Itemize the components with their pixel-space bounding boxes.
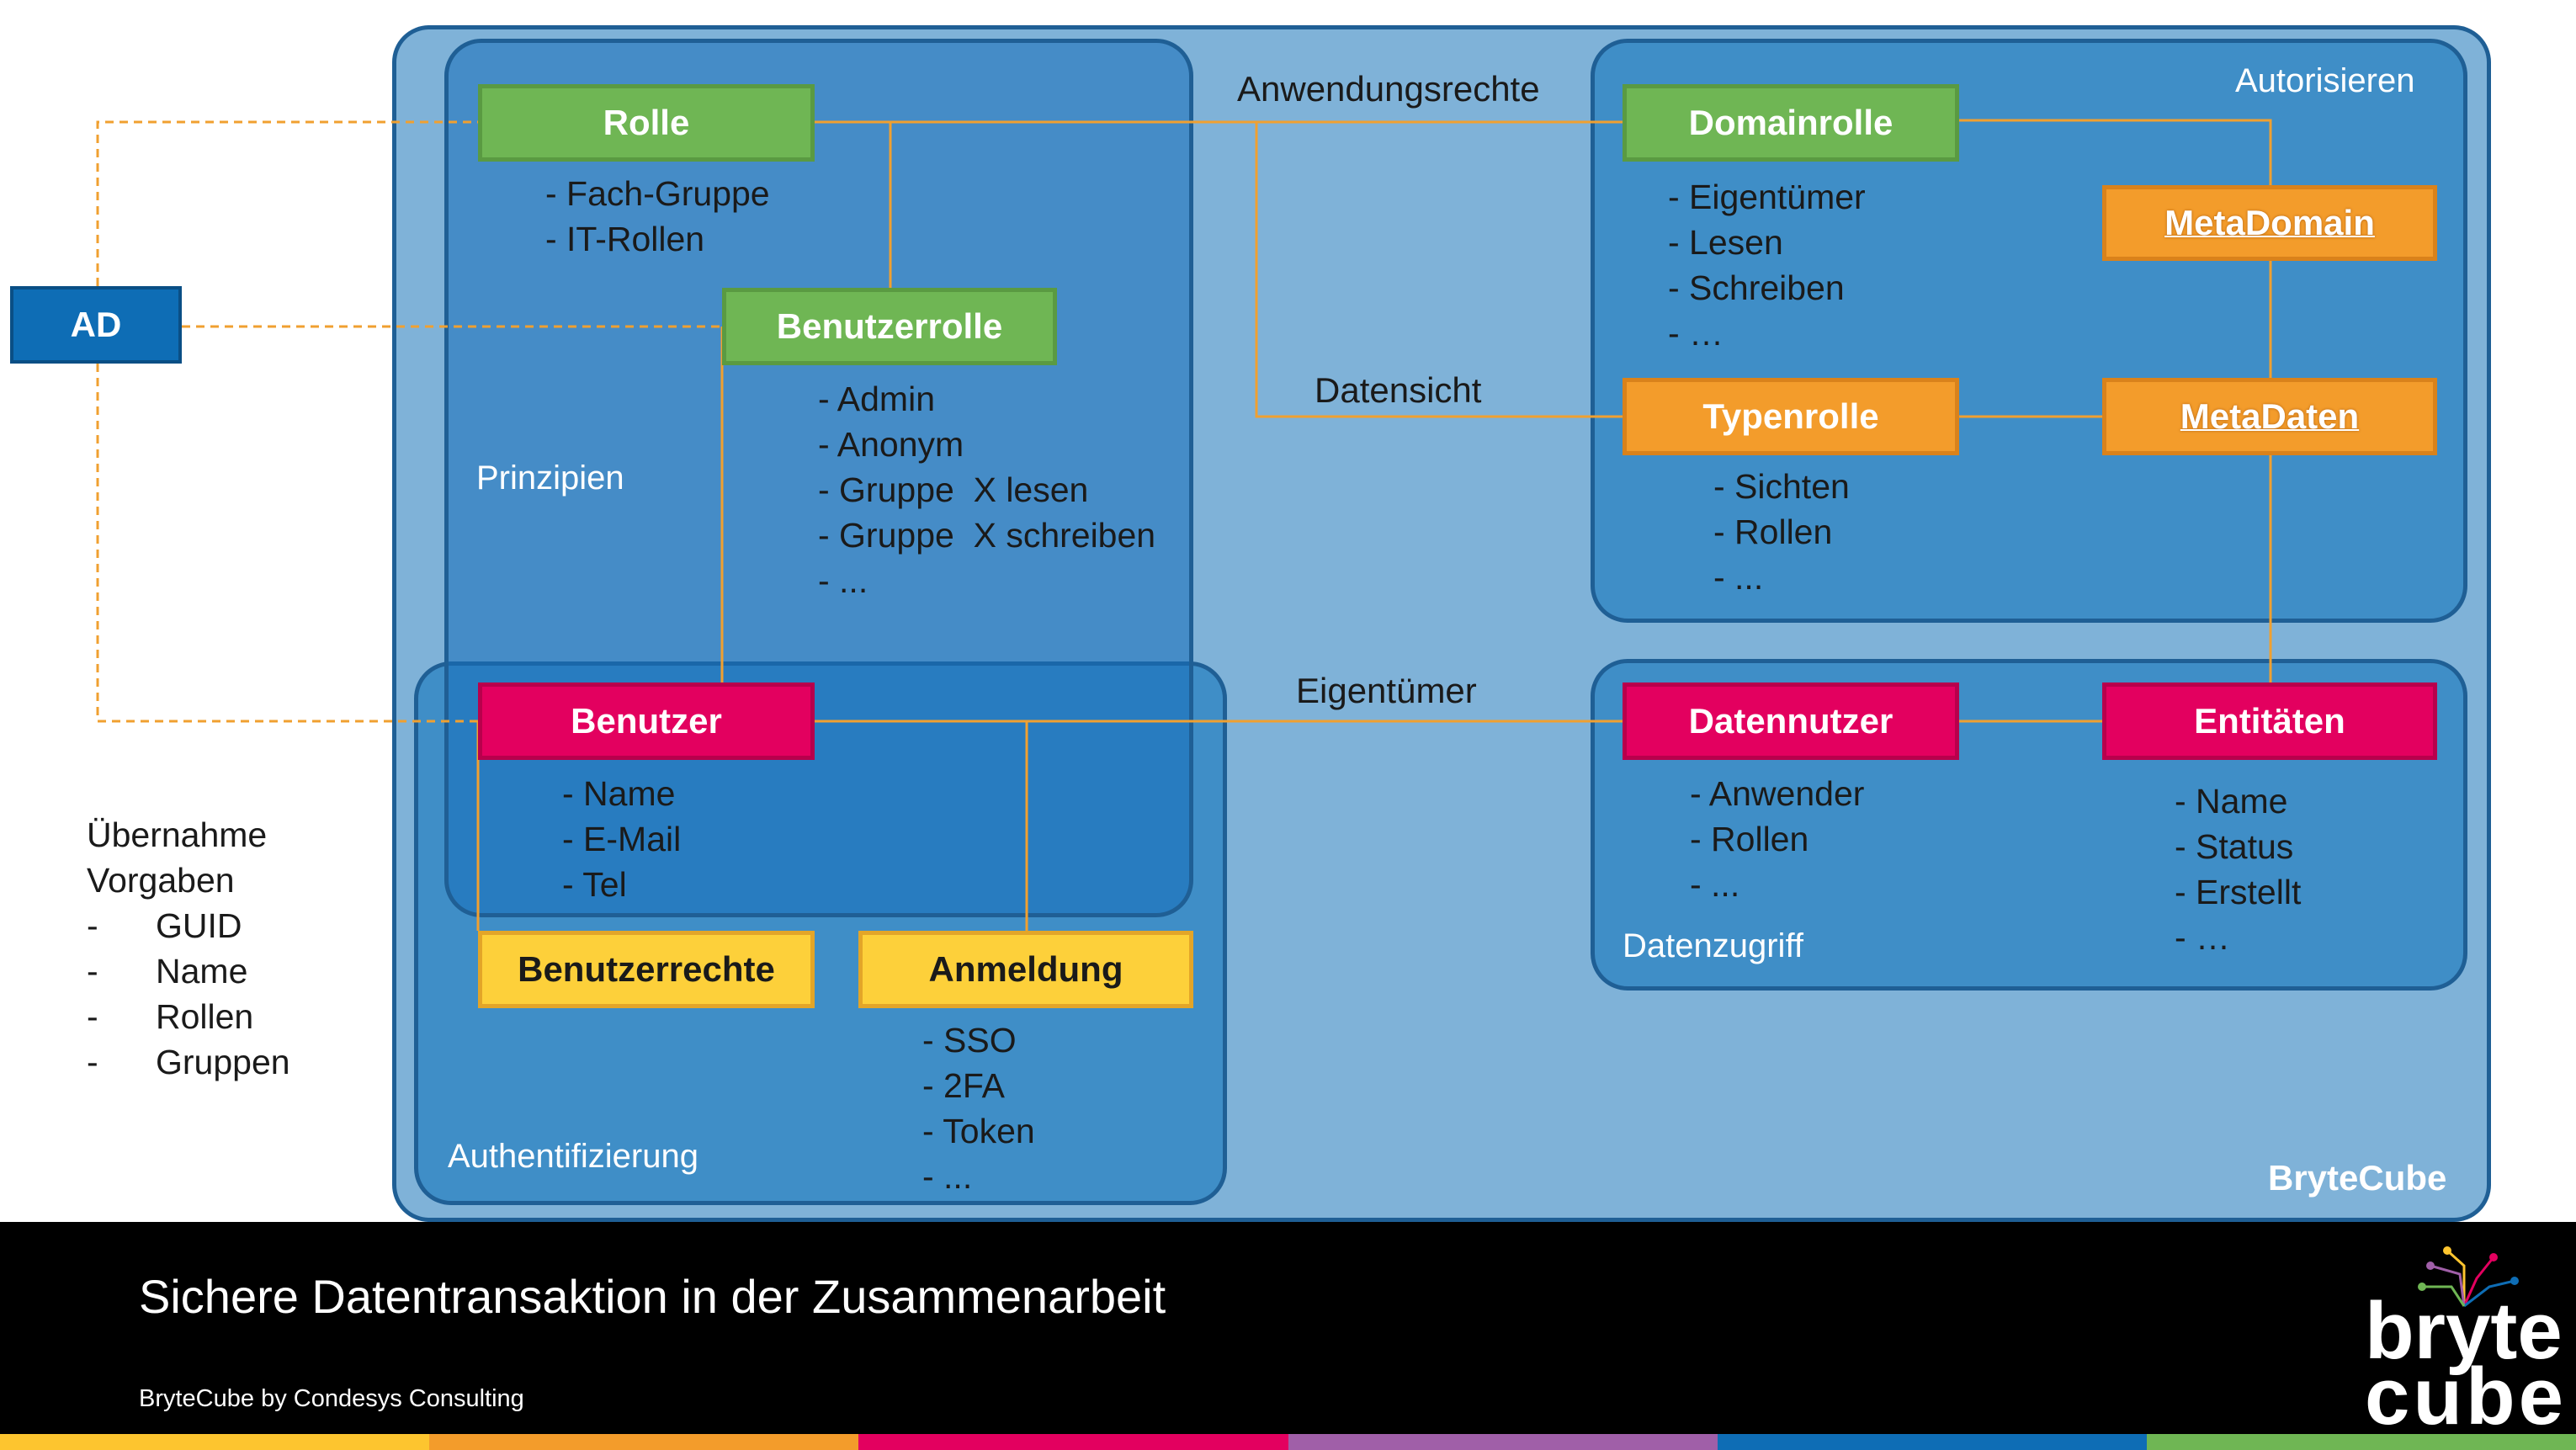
list-item: - GUID [87, 906, 242, 945]
benutzerrolle-list: - Admin - Anonym - Gruppe X lesen - Gruppe … [818, 376, 1155, 603]
list-item: - Rollen [87, 997, 254, 1036]
color-stripe [0, 1434, 430, 1450]
benutzer-list: - Name - E-Mail - Tel [562, 771, 681, 907]
list-item: - … [2175, 918, 2231, 957]
list-item: - Rollen [1713, 513, 1833, 551]
eigentuemer-label: Eigentümer [1296, 671, 1477, 710]
entitaeten-list: - Name - Status - Erstellt - … [2175, 778, 2301, 960]
authentifizierung-label: Authentifizierung [448, 1138, 698, 1175]
rolle-list: - Fach-Gruppe - IT-Rollen [545, 171, 770, 262]
rolle-node: Rolle [478, 84, 815, 162]
datenzugriff-label: Datenzugriff [1623, 927, 1803, 964]
list-item: Übernahme [87, 815, 268, 854]
list-item: - Anwender [1690, 774, 1865, 813]
metadaten-label: MetaDaten [2180, 396, 2360, 436]
list-item: - Gruppen [87, 1043, 290, 1081]
ad-node: AD [10, 286, 182, 364]
list-item: - ... [922, 1157, 973, 1196]
list-item: - … [1668, 314, 1724, 353]
list-item: - Rollen [1690, 820, 1809, 858]
metadomain-label: MetaDomain [2164, 203, 2375, 242]
list-item: - Admin [818, 380, 935, 418]
list-item: - Status [2175, 827, 2294, 866]
benutzerrechte-node: Benutzerrechte [478, 931, 815, 1008]
footer-bar: Sichere Datentransaktion in der Zusammen… [0, 1222, 2576, 1442]
list-item: - 2FA [922, 1066, 1005, 1105]
list-item: - Gruppe X schreiben [818, 516, 1156, 555]
color-stripe [2147, 1434, 2576, 1450]
datennutzer-node: Datennutzer [1623, 683, 1959, 760]
entitaeten-node: Entitäten [2102, 683, 2437, 760]
metadomain-node: MetaDomain [2102, 185, 2437, 261]
list-item: - ... [818, 561, 868, 600]
list-item: - Schreiben [1668, 268, 1845, 307]
list-item: - Anonym [818, 425, 964, 464]
list-item: - E-Mail [562, 820, 682, 858]
datennutzer-list: - Anwender - Rollen - ... [1690, 771, 1864, 907]
anmeldung-list: - SSO - 2FA - Token - ... [922, 1017, 1035, 1199]
color-stripe [858, 1434, 1288, 1450]
color-stripe [1718, 1434, 2148, 1450]
list-item: - Lesen [1668, 223, 1783, 262]
footer-title: Sichere Datentransaktion in der Zusammen… [139, 1270, 1166, 1323]
footer-subtitle: BryteCube by Condesys Consulting [139, 1385, 524, 1412]
list-item: - Erstellt [2175, 873, 2302, 911]
logo-circuit-icon [2418, 1246, 2519, 1308]
color-stripe [429, 1434, 859, 1450]
metadaten-node: MetaDaten [2102, 378, 2437, 455]
color-stripe [1288, 1434, 1718, 1450]
list-item: - SSO [922, 1021, 1017, 1060]
anmeldung-node: Anmeldung [858, 931, 1193, 1008]
list-item: - Eigentümer [1668, 178, 1866, 216]
list-item: - ... [1713, 558, 1764, 597]
logo-text-bryte: bryte [2365, 1286, 2563, 1376]
domainrolle-list: - Eigentümer - Lesen - Schreiben - … [1668, 174, 1866, 356]
list-item: Vorgaben [87, 861, 235, 900]
list-item: - IT-Rollen [545, 220, 705, 258]
datensicht-label: Datensicht [1315, 370, 1482, 410]
list-item: - Name [2175, 782, 2288, 821]
typenrolle-node: Typenrolle [1623, 378, 1959, 455]
list-item: - Name [87, 952, 248, 991]
list-item: - Gruppe X lesen [818, 470, 1089, 509]
benutzer-node: Benutzer [478, 683, 815, 760]
list-item: - Token [922, 1112, 1035, 1150]
autorisieren-label: Autorisieren [2235, 62, 2415, 99]
typenrolle-list: - Sichten - Rollen - ... [1713, 464, 1850, 600]
anwendungsrechte-label: Anwendungsrechte [1237, 69, 1540, 109]
list-item: - Name [562, 774, 676, 813]
prinzipien-region [444, 39, 1193, 917]
domainrolle-node: Domainrolle [1623, 84, 1959, 162]
brytecube-label: BryteCube [2268, 1158, 2447, 1198]
list-item: - Fach-Gruppe [545, 174, 770, 213]
logo-text-cube: cube [2365, 1352, 2568, 1442]
prinzipien-label: Prinzipien [476, 459, 624, 497]
list-item: - Sichten [1713, 467, 1850, 506]
list-item: - ... [1690, 865, 1740, 904]
benutzerrolle-node: Benutzerrolle [722, 288, 1057, 365]
list-item: - Tel [562, 865, 627, 904]
